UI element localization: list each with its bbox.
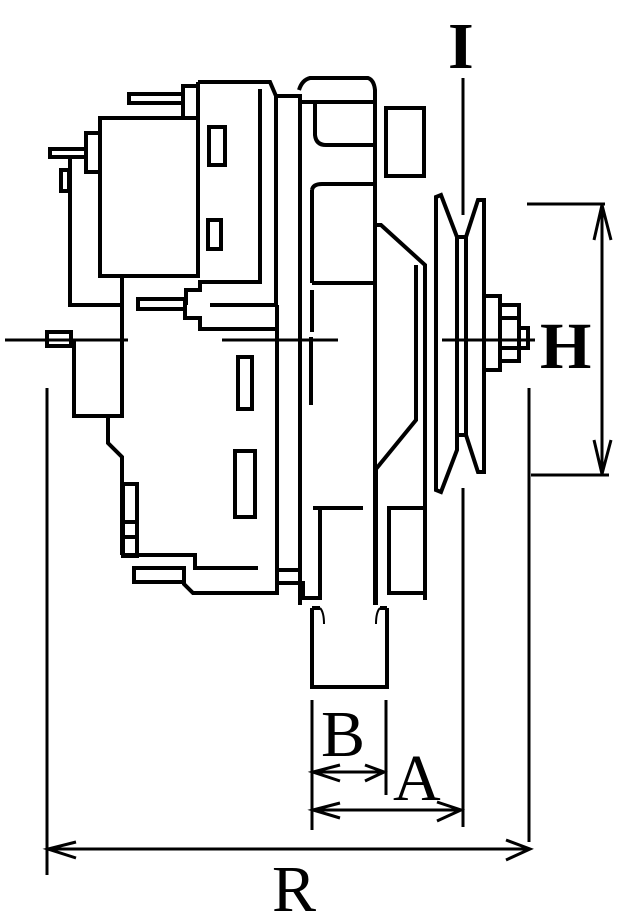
dimension-I: I: [448, 10, 474, 215]
label-B: B: [321, 698, 365, 771]
dimension-B: B: [307, 698, 388, 830]
dimension-H: H: [527, 202, 613, 842]
dimension-A: A: [307, 488, 466, 827]
pulley: [434, 192, 530, 495]
label-R: R: [272, 853, 316, 919]
label-H: H: [540, 310, 591, 383]
label-I: I: [448, 10, 474, 83]
centerline: [5, 330, 535, 348]
rear-housing: [48, 80, 279, 595]
mounting-foot: [310, 606, 389, 689]
label-A: A: [393, 742, 441, 815]
stator-section: [277, 76, 427, 605]
dimension-R: R: [42, 388, 534, 919]
